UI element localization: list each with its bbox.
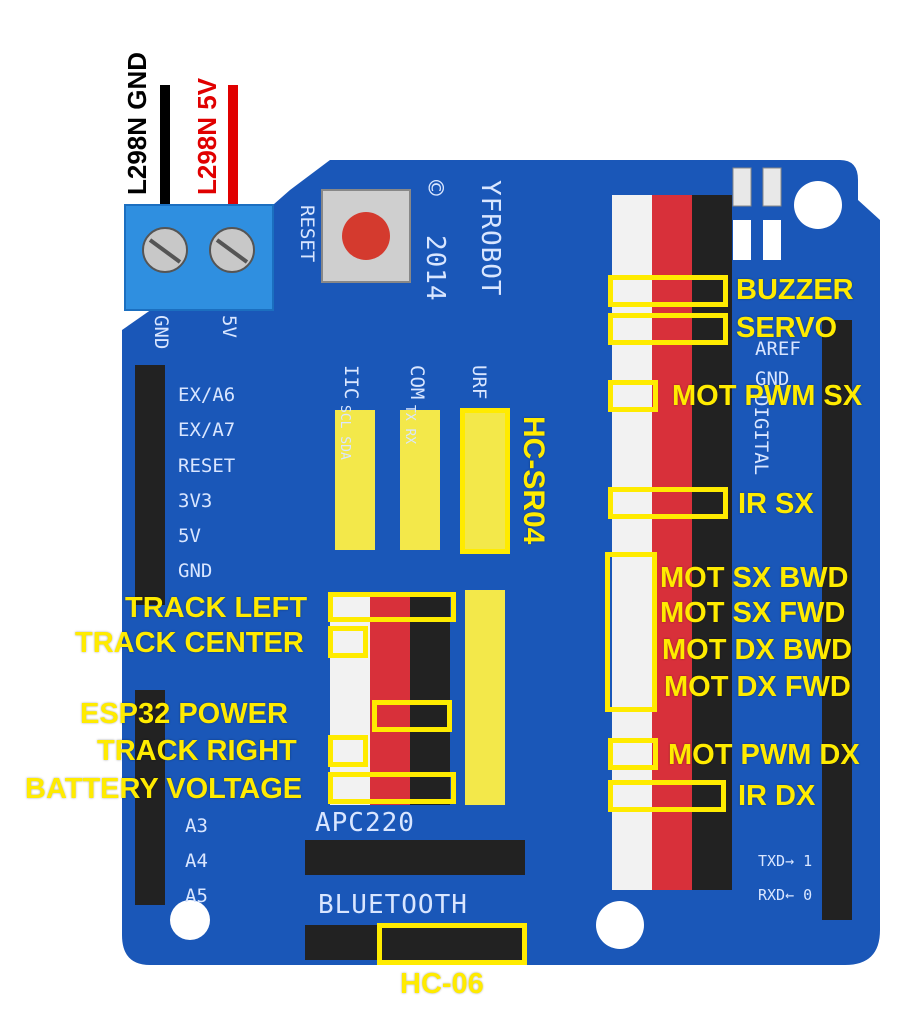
l298n-5v-label: L298N 5V (192, 77, 222, 195)
mot-dx-fwd-label: MOT DX FWD (664, 671, 851, 703)
mot-sx-bwd-label: MOT SX BWD (660, 562, 849, 594)
gnd-wire (160, 85, 170, 220)
buzzer-label: BUZZER (736, 274, 854, 306)
track-center-label: TRACK CENTER (75, 627, 304, 659)
hc06-label: HC-06 (400, 968, 484, 1000)
ir-sx-box (608, 487, 728, 519)
track-right-label: TRACK RIGHT (97, 735, 297, 767)
mot-dir-box (605, 552, 657, 712)
txd-silk: TXD→ 1 (758, 852, 813, 870)
battery-voltage-box (328, 772, 456, 804)
rxd-silk: RXD← 0 (758, 886, 813, 904)
hc06-box (377, 923, 527, 965)
mot-pwm-sx-box (608, 380, 658, 412)
5v-wire (228, 85, 238, 220)
power-pin-reset: RESET (178, 455, 236, 477)
track-center-box (328, 626, 368, 658)
gnd-right-silk: GND (755, 368, 790, 390)
iic-pins: SCL SDA (337, 405, 352, 460)
hc-sr04-box (460, 408, 510, 554)
track-left-label: TRACK LEFT (125, 592, 308, 624)
brand-silk: YFROBOT (475, 180, 505, 297)
mot-sx-fwd-label: MOT SX FWD (660, 597, 846, 629)
track-right-box (328, 735, 368, 767)
hc-sr04-label: HC-SR04 (517, 416, 550, 545)
l298n-gnd-label: L298N GND (122, 51, 152, 195)
esp32-power-label: ESP32 POWER (80, 698, 288, 730)
year-silk: 2014 (420, 235, 450, 302)
servo-label: SERVO (736, 312, 838, 344)
analog-a5: A5 (185, 885, 208, 907)
power-pin-3v3: 3V3 (178, 490, 213, 512)
aref-silk: AREF (755, 338, 801, 360)
power-pin-5v: 5V (178, 525, 201, 547)
mot-dx-bwd-label: MOT DX BWD (662, 634, 853, 666)
servo-box (608, 313, 728, 345)
battery-voltage-label: BATTERY VOLTAGE (25, 773, 303, 805)
com-pins: TX RX (402, 405, 417, 445)
iic-tag: IIC (340, 365, 362, 400)
esp32-power-box (372, 700, 452, 732)
ir-dx-box (608, 780, 726, 812)
urf-tag: URF (468, 365, 490, 400)
reset-silk: RESET (296, 205, 318, 263)
power-pin-exa7: EX/A7 (178, 419, 236, 441)
terminal-gnd-silk: GND (150, 315, 172, 350)
buzzer-box (608, 275, 728, 307)
power-pin-gnd: GND (178, 560, 213, 582)
com-tag: COM (406, 365, 428, 400)
terminal-5v-silk: 5V (218, 315, 240, 338)
analog-a3: A3 (185, 815, 208, 837)
mot-pwm-sx-label: MOT PWM SX (672, 380, 863, 412)
copyright-silk: © (420, 180, 450, 197)
track-left-box (328, 592, 456, 622)
ir-sx-label: IR SX (738, 488, 814, 520)
bluetooth-silk: BLUETOOTH (318, 890, 468, 920)
power-pin-exa6: EX/A6 (178, 384, 236, 406)
mot-pwm-dx-label: MOT PWM DX (668, 739, 860, 771)
ir-dx-label: IR DX (738, 780, 816, 812)
analog-a4: A4 (185, 850, 208, 872)
apc220-silk: APC220 (315, 808, 415, 838)
mot-pwm-dx-box (608, 738, 658, 770)
